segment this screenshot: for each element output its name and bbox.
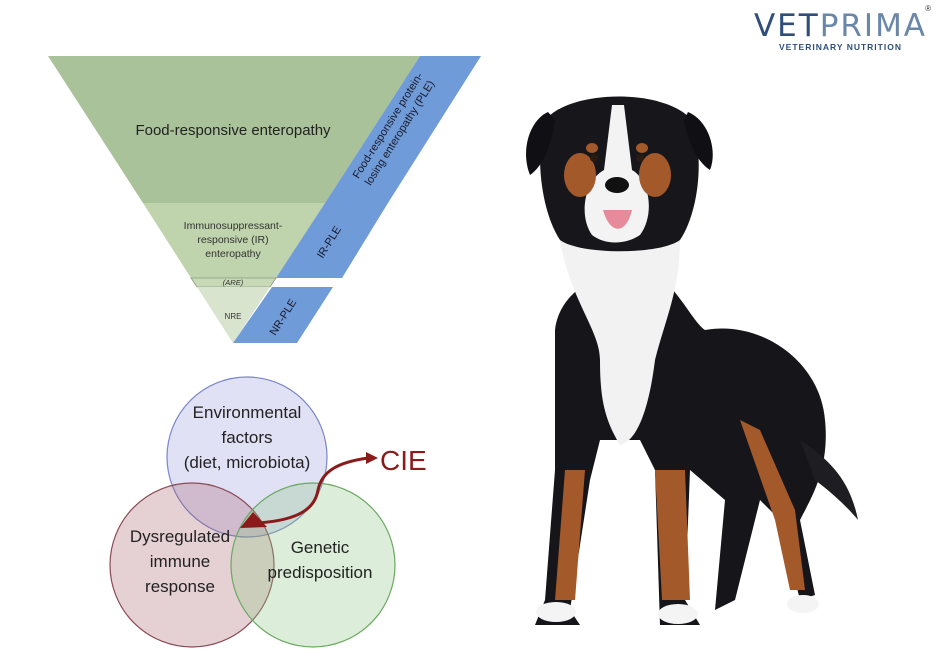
dog-photo <box>526 96 858 625</box>
are-label: (ARE) <box>223 278 244 287</box>
registered-mark: ® <box>925 4 931 13</box>
genetic-label-1: Genetic <box>291 538 350 557</box>
genetic-circle <box>230 482 396 648</box>
logo-brand-b: PRIMA <box>819 8 928 44</box>
cie-arrow <box>257 456 369 525</box>
vetprima-logo: VETPRIMA VETERINARY NUTRITION ® <box>748 4 933 52</box>
environmental-circle <box>166 376 328 538</box>
env-label-1: Environmental <box>193 403 302 422</box>
fre-segment <box>48 56 420 203</box>
nr-ple-band <box>233 287 333 343</box>
immune-label-1: Dysregulated <box>130 527 230 546</box>
env-label-3: (diet, microbiota) <box>184 453 311 472</box>
ire-label-3: enteropathy <box>205 248 261 260</box>
ir-ple-band <box>276 203 388 278</box>
nre-label: NRE <box>225 312 242 321</box>
immune-label-2: immune <box>150 552 210 571</box>
cie-label: CIE <box>380 445 427 476</box>
env-label-2: factors <box>221 428 272 447</box>
fre-label: Food-responsive enteropathy <box>135 122 331 139</box>
immune-label-3: response <box>145 577 215 596</box>
immune-circle <box>109 482 275 648</box>
genetic-label-2: predisposition <box>268 563 373 582</box>
ire-segment <box>143 203 325 278</box>
arrow-head-icon <box>366 452 378 464</box>
logo-tagline: VETERINARY NUTRITION <box>779 42 902 52</box>
fr-ple-band <box>325 56 481 203</box>
ire-label-2: responsive (IR) <box>197 234 268 246</box>
ire-label-1: Immunosuppressant- <box>184 220 283 232</box>
logo-brand-a: VET <box>753 8 820 44</box>
nre-segment <box>197 287 270 343</box>
